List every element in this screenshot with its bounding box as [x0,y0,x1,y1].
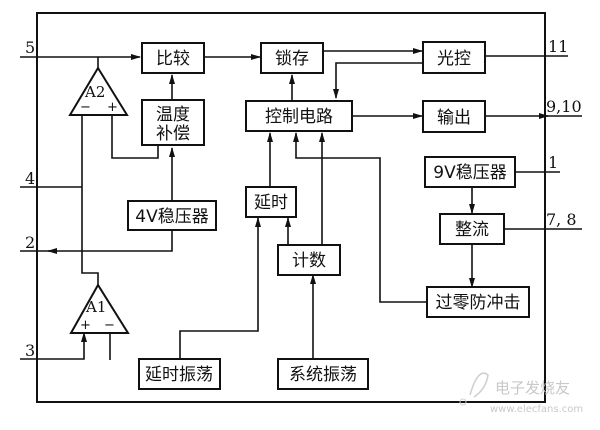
4v-regulator-label: 4V稳压器 [135,207,208,227]
rectifier-label: 整流 [455,220,489,240]
block-4v-regulator: 4V稳压器 [127,200,217,231]
amplifier-a1: A1 + − [69,283,130,334]
9v-regulator-label: 9V稳压器 [433,163,506,183]
chip-boundary [36,12,546,403]
block-zero-crossing: 过零防冲击 [426,286,530,318]
wire-light-control [333,62,422,99]
wire-pin3-a1 [20,332,87,360]
temp-comp-label-1: 温度 [156,105,190,125]
latch-label: 锁存 [275,49,309,69]
amplifier-a2: A2 − + [68,66,129,116]
a2-label: A2 [84,83,105,101]
pin-4-label: 4 [25,169,35,188]
wire-delayosc-delay [179,217,261,359]
counter-label: 计数 [292,251,326,271]
block-delay: 延时 [245,186,297,218]
block-light-control: 光控 [422,41,486,74]
block-compare: 比较 [141,42,205,74]
a1-minus-sign: − [104,318,115,333]
block-9v-regulator: 9V稳压器 [424,156,516,188]
wire-a2-a1 [81,116,99,285]
block-delay-oscillator: 延时振荡 [138,358,221,390]
wire-temp-a2 [111,116,159,159]
temp-comp-label-2: 补偿 [156,124,190,144]
a1-plus-sign: + [80,318,91,333]
light-control-label: 光控 [437,49,471,69]
watermark-brand: 电子发烧友 [495,379,570,397]
watermark-url: www.elecfans.com [490,404,583,415]
watermark-dot-icon [459,398,467,406]
compare-label: 比较 [156,49,190,69]
wire-zero-control [293,132,426,303]
control-circuit-label: 控制电路 [265,107,333,127]
a2-minus-sign: − [80,100,91,115]
output-label: 输出 [437,108,471,128]
block-counter: 计数 [277,244,341,276]
block-output: 输出 [422,100,486,133]
pin-11-label: 11 [548,37,568,56]
zero-crossing-label: 过零防冲击 [436,293,521,313]
block-control-circuit: 控制电路 [245,100,353,132]
a1-label: A1 [85,298,106,316]
block-rectifier: 整流 [439,213,505,245]
delay-label: 延时 [254,193,288,213]
block-latch: 锁存 [260,42,324,74]
pin-5-label: 5 [25,38,35,57]
pin-7-8-label: 7, 8 [546,210,577,229]
pin-2-label: 2 [25,233,35,252]
system-oscillator-label: 系统振荡 [289,365,357,385]
pin-9-10-label: 9,10 [546,97,582,116]
block-temp-compensation: 温度 补偿 [141,99,205,146]
delay-oscillator-label: 延时振荡 [145,365,213,385]
watermark: 电子发烧友 www.elecfans.com [459,372,583,415]
a2-plus-sign: + [107,100,118,115]
watermark-logo-icon [469,372,489,398]
pin-3-label: 3 [25,341,35,360]
pin-1-label: 1 [548,153,558,172]
block-system-oscillator: 系统振荡 [277,358,369,390]
wire-4v-pin2 [47,230,173,254]
